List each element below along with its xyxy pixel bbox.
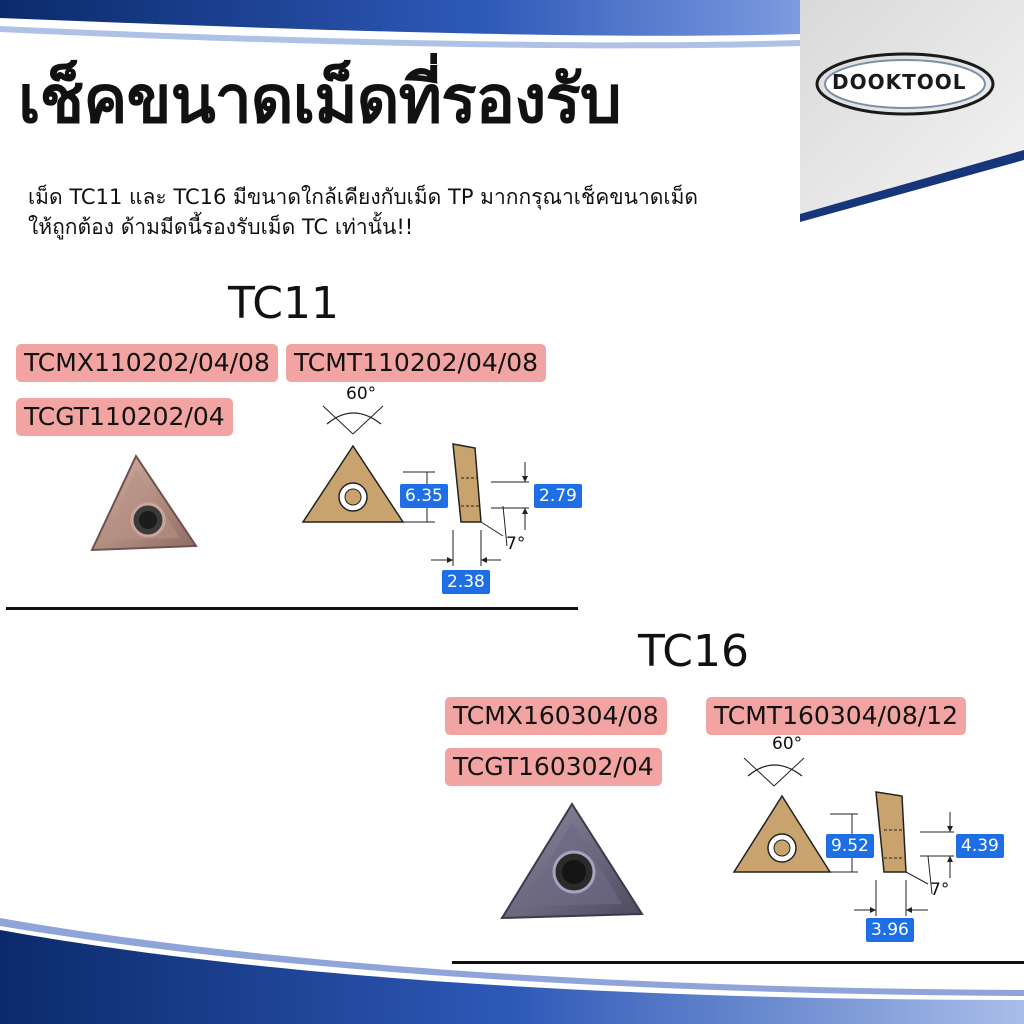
tc11-title: TC11: [228, 278, 340, 329]
tc16-angle-label: 60°: [772, 734, 803, 754]
description: เม็ด TC11 และ TC16 มีขนาดใกล้เคียงกับเม็…: [28, 182, 788, 242]
tc16-height-label: 9.52: [826, 834, 874, 858]
tc16-title: TC16: [638, 626, 750, 677]
tc16-insert-photo: [500, 802, 644, 920]
description-line-1: เม็ด TC11 และ TC16 มีขนาดใกล้เคียงกับเม็…: [28, 185, 699, 209]
page-title: เช็คขนาดเม็ดที่รองรับ: [18, 61, 622, 138]
tc11-angle-label: 60°: [346, 384, 377, 404]
tc11-model-2: TCMT110202/04/08: [286, 344, 547, 382]
tc16-relief-label: 7°: [930, 880, 950, 900]
tc16-model-1: TCMX160304/08: [445, 697, 667, 735]
tc11-height-label: 6.35: [400, 484, 448, 508]
tc11-insert-diagram: [301, 405, 529, 566]
tc16-divider: [452, 961, 1024, 964]
description-line-2: ให้ถูกต้อง ด้ามมีดนี้รองรับเม็ด TC เท่าน…: [28, 215, 414, 239]
tc11-insert-photo: [90, 453, 198, 552]
tc16-model-2: TCMT160304/08/12: [706, 697, 967, 735]
logo-text: DOOKTOOL: [832, 70, 967, 94]
tc16-model-3: TCGT160302/04: [445, 748, 662, 786]
dooktool-logo: [815, 52, 995, 116]
tc11-divider: [6, 607, 578, 610]
tc11-thickness-label: 2.79: [534, 484, 582, 508]
tc16-insert-diagram: [732, 757, 954, 916]
tc11-model-1: TCMX110202/04/08: [16, 344, 278, 382]
tc16-thickness-label: 4.39: [956, 834, 1004, 858]
tc16-hole-label: 3.96: [866, 918, 914, 942]
tc11-model-3: TCGT110202/04: [16, 398, 233, 436]
tc11-hole-label: 2.38: [442, 570, 490, 594]
tc11-relief-label: 7°: [506, 534, 526, 554]
